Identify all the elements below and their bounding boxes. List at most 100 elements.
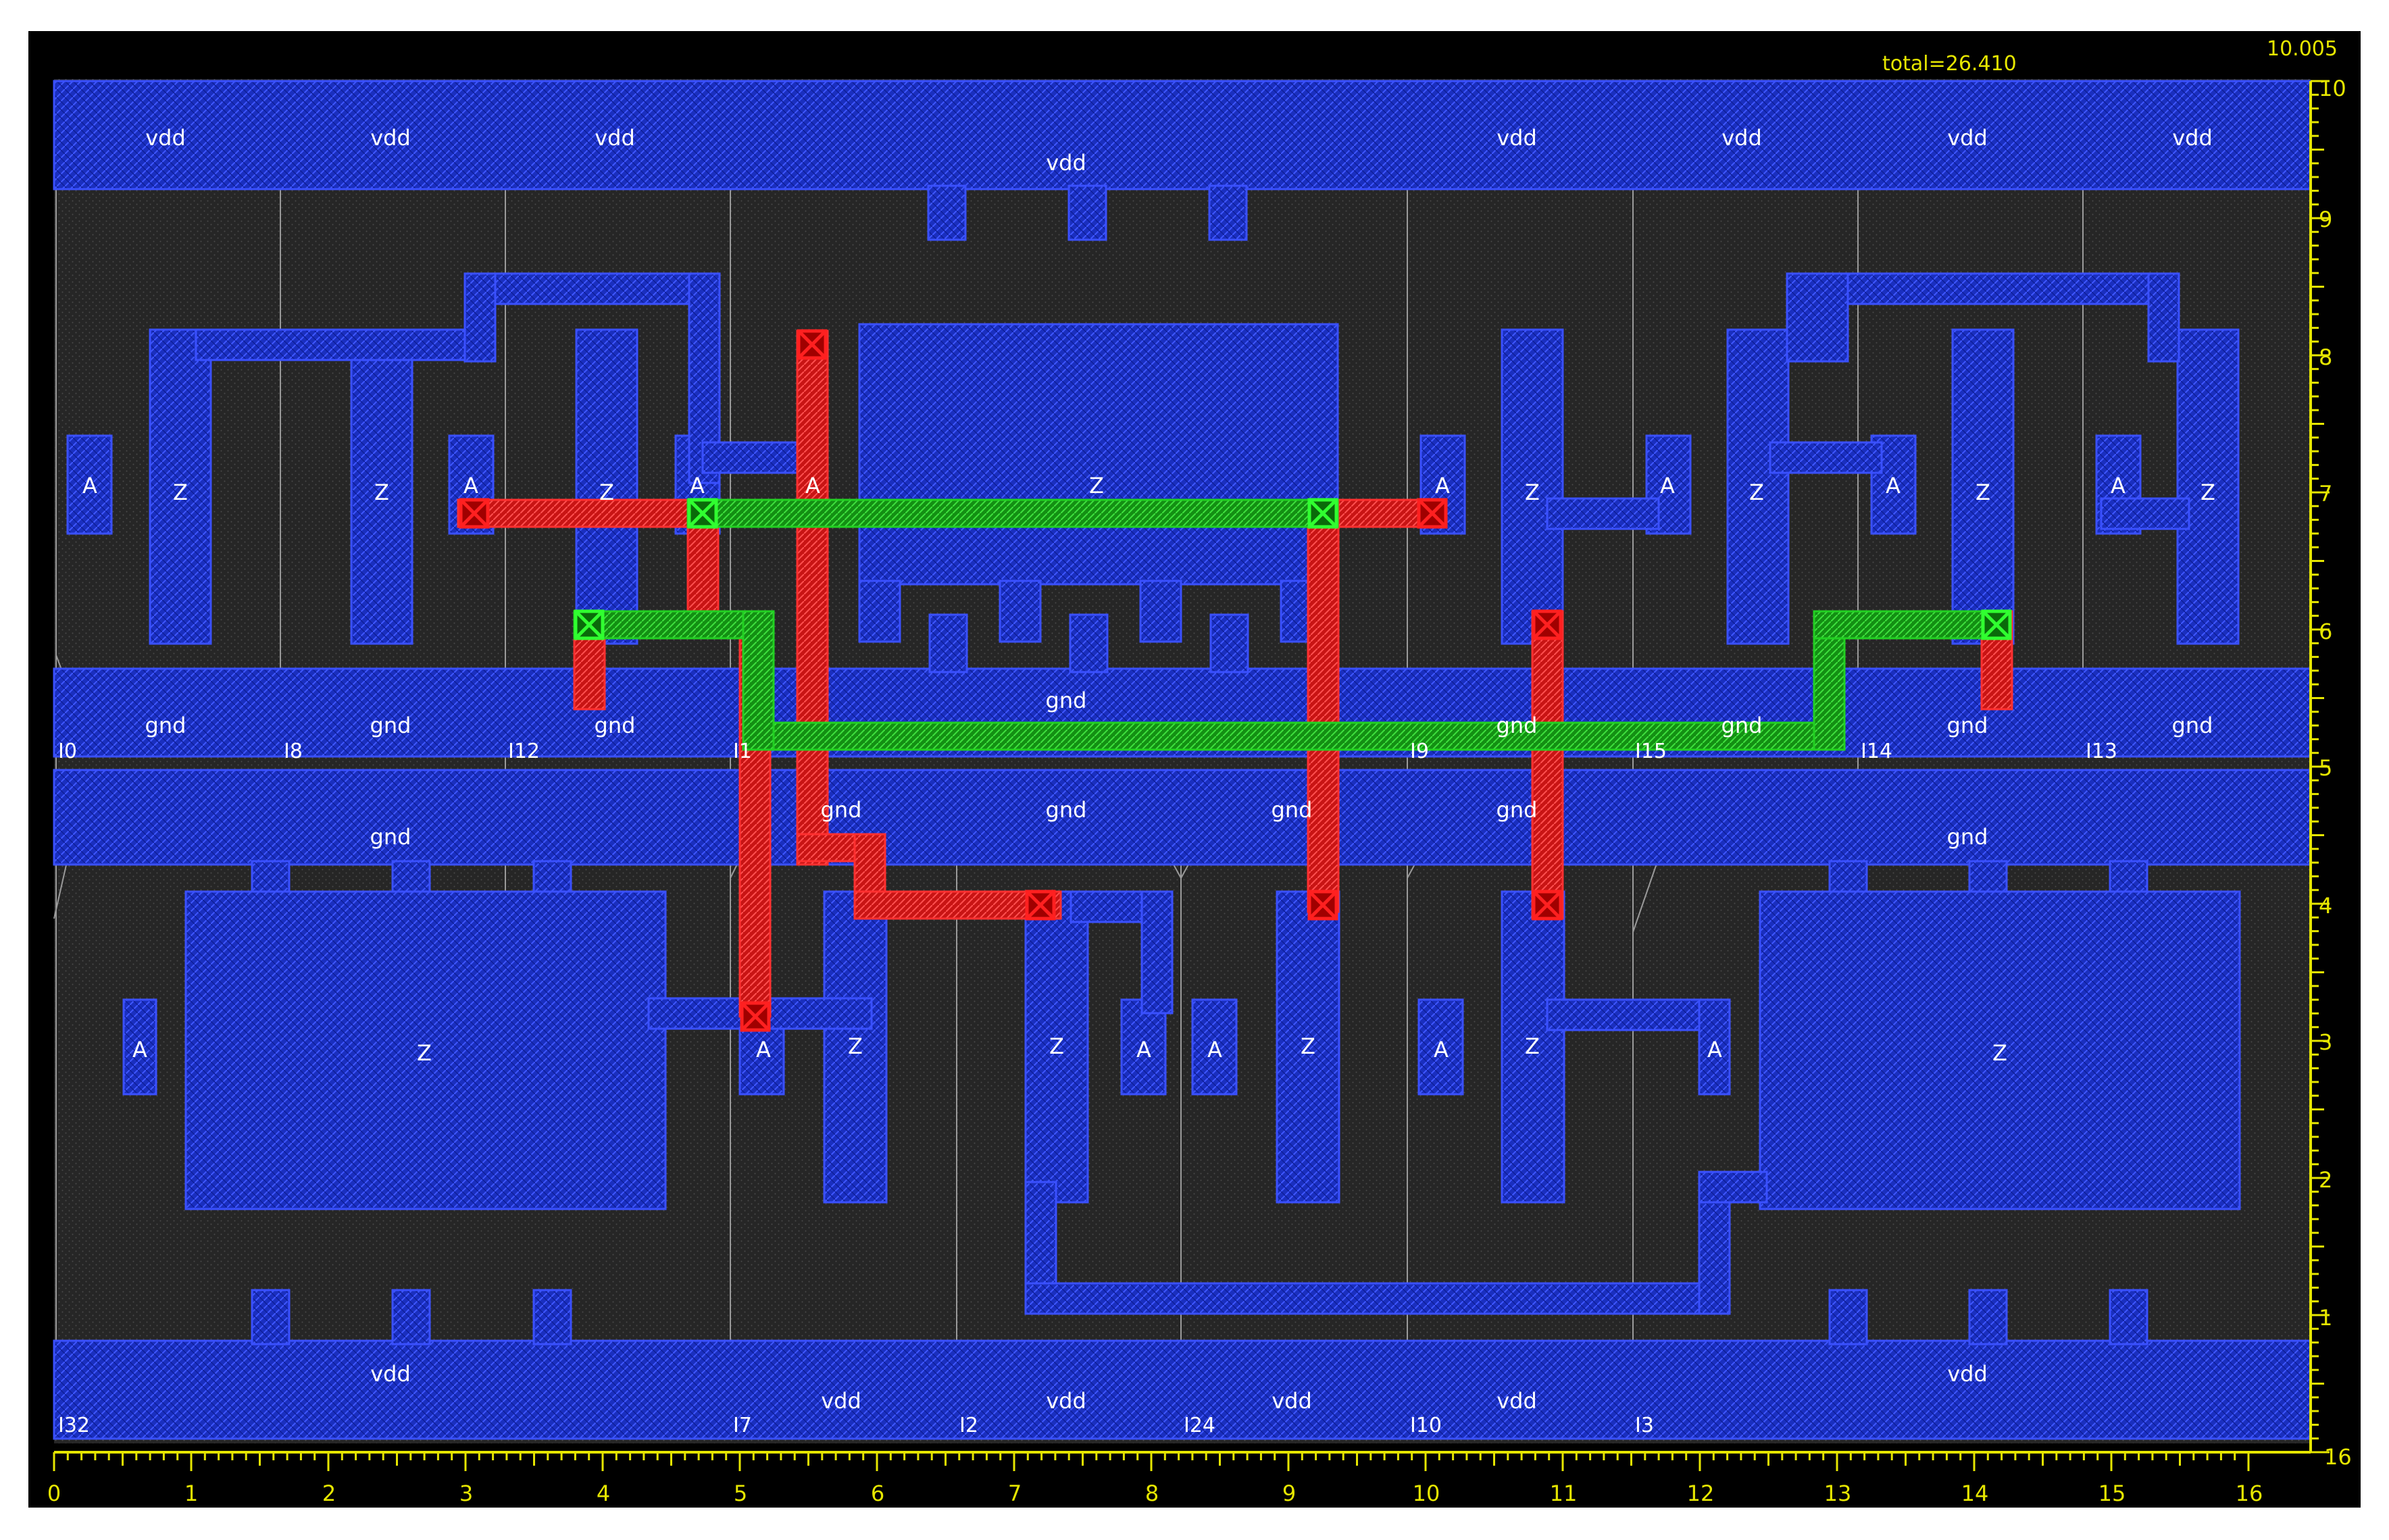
instance-label: I24 <box>1184 1414 1215 1437</box>
instance-label: I13 <box>2086 740 2117 763</box>
rail-label-vdd: vdd <box>370 1361 411 1387</box>
y-ruler: 1 2 3 4 5 6 7 8 9 10 16 <box>2309 76 2352 1470</box>
rail-label-gnd: gnd <box>1272 797 1313 823</box>
pin-label: A <box>2111 473 2126 498</box>
pin-label: A <box>756 1037 771 1062</box>
instance-label: I3 <box>1635 1414 1654 1437</box>
pin-label: Z <box>1976 480 1990 505</box>
x-tick-label: 15 <box>2098 1481 2126 1506</box>
x-tick-label: 1 <box>184 1481 198 1506</box>
rail-label-vdd: vdd <box>1497 125 1537 151</box>
rail-label-gnd: gnd <box>1046 797 1087 823</box>
x-tick-label: 6 <box>871 1481 884 1506</box>
pin-label: Z <box>417 1040 432 1066</box>
pin-label: A <box>1136 1037 1151 1062</box>
corner-value: 10.005 <box>2267 37 2338 61</box>
y-tick-label: 3 <box>2319 1029 2332 1055</box>
pin-label: Z <box>1301 1033 1315 1059</box>
pin-label: A <box>1435 473 1450 498</box>
x-tick-label: 16 <box>2236 1481 2263 1506</box>
rail-label-gnd: gnd <box>1947 824 1988 850</box>
x-tick-label: 7 <box>1008 1481 1022 1506</box>
y-tick-label: 7 <box>2319 481 2332 507</box>
x-tick-label: 2 <box>322 1481 336 1506</box>
y-tick-label: 2 <box>2319 1167 2332 1193</box>
pin-label: A <box>1886 473 1901 498</box>
rail-label-vdd: vdd <box>1721 125 1762 151</box>
rail-label-vdd: vdd <box>595 125 635 151</box>
contact-markers <box>459 329 2012 1032</box>
rail-label-vdd: vdd <box>1046 150 1086 176</box>
x-tick-label: 5 <box>734 1481 747 1506</box>
instance-label: I9 <box>1410 740 1429 763</box>
pin-label: A <box>82 473 97 498</box>
rail-label-vdd: vdd <box>821 1388 861 1414</box>
instance-label: I0 <box>58 740 77 763</box>
pin-label: A <box>1707 1037 1722 1062</box>
rail-label-gnd: gnd <box>1721 713 1763 738</box>
instance-label: I7 <box>733 1414 752 1437</box>
x-tick-label: 8 <box>1145 1481 1159 1506</box>
rail-label-gnd: gnd <box>2172 713 2213 738</box>
rail-label-vdd: vdd <box>1272 1388 1312 1414</box>
pin-label: Z <box>2201 480 2215 505</box>
instance-label: I10 <box>1410 1414 1442 1437</box>
rail-label-vdd: vdd <box>145 125 186 151</box>
pin-label: Z <box>374 480 389 505</box>
rail-label-vdd: vdd <box>370 125 411 151</box>
x-tick-label: 10 <box>1413 1481 1440 1506</box>
y-tick-label: 8 <box>2319 344 2332 370</box>
pin-label: Z <box>173 480 188 505</box>
instance-label: I8 <box>284 740 303 763</box>
x-tick-label: 4 <box>597 1481 610 1506</box>
y-tick-label: 6 <box>2319 619 2332 644</box>
rail-label-gnd: gnd <box>1947 713 1988 738</box>
x-tick-label: 9 <box>1282 1481 1296 1506</box>
instance-label: I12 <box>508 740 540 763</box>
pin-label: A <box>690 473 705 498</box>
rail-label-gnd: gnd <box>370 824 411 850</box>
pin-label: Z <box>1049 1033 1064 1059</box>
rail-label-gnd: gnd <box>1497 713 1538 738</box>
pin-label: A <box>463 473 478 498</box>
y-tick-label: 4 <box>2319 893 2332 919</box>
rail-label-gnd: gnd <box>370 713 411 738</box>
y-tick-label: 1 <box>2319 1305 2332 1331</box>
x-tick-label: 13 <box>1824 1481 1852 1506</box>
pin-label: Z <box>1749 480 1764 505</box>
pin-label: A <box>132 1037 147 1062</box>
rail-label-vdd: vdd <box>1947 125 1988 151</box>
pin-label: A <box>1660 473 1675 498</box>
pin-label: A <box>1207 1037 1222 1062</box>
x-tick-label: 14 <box>1961 1481 1989 1506</box>
layout-area[interactable] <box>54 79 2311 1443</box>
pin-label: Z <box>1525 480 1540 505</box>
rail-label-gnd: gnd <box>821 797 862 823</box>
instance-label: I1 <box>733 740 752 763</box>
instance-label: I2 <box>959 1414 978 1437</box>
pin-label: Z <box>1089 473 1104 498</box>
pin-label: Z <box>1525 1033 1540 1059</box>
y-tick-label: 5 <box>2319 755 2332 781</box>
total-label: total=26.410 <box>1882 52 2017 76</box>
pin-label: A <box>1434 1037 1449 1062</box>
pin-label: Z <box>848 1033 863 1059</box>
pin-label: A <box>805 473 820 498</box>
x-tick-label: 0 <box>47 1481 61 1506</box>
axis-end-label: 16 <box>2324 1444 2352 1470</box>
rail-label-vdd: vdd <box>1497 1388 1537 1414</box>
rail-label-vdd: vdd <box>1947 1361 1988 1387</box>
rail-label-gnd: gnd <box>145 713 186 738</box>
rail-label-gnd: gnd <box>595 713 636 738</box>
rail-label-vdd: vdd <box>1046 1388 1086 1414</box>
x-tick-label: 3 <box>459 1481 473 1506</box>
pin-label: Z <box>1992 1040 2007 1066</box>
x-tick-label: 12 <box>1687 1481 1715 1506</box>
rail-label-gnd: gnd <box>1046 688 1087 713</box>
instance-label: I32 <box>58 1414 90 1437</box>
x-tick-label: 11 <box>1550 1481 1578 1506</box>
instance-label: I14 <box>1861 740 1892 763</box>
instance-label: I15 <box>1635 740 1667 763</box>
